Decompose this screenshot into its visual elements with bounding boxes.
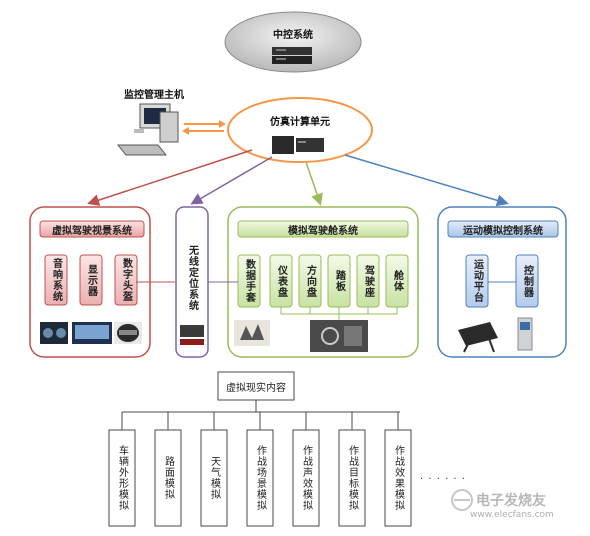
- helmet-thumb: [114, 322, 142, 344]
- monitor-thumb: [72, 322, 112, 344]
- visual-item-helmet: 数字头盔: [120, 258, 132, 302]
- motion-item-platform: 运动平台: [471, 259, 483, 303]
- computer-icon: [116, 103, 179, 156]
- vr-ellipsis: · · · · · ·: [420, 474, 466, 485]
- sim-server-icon: [272, 136, 324, 154]
- arrow-cockpit: [305, 161, 323, 206]
- visual-item-display: 显示器: [85, 263, 97, 297]
- cockpit-item-dashboard: 仪表盘: [275, 264, 287, 298]
- glove-thumb: [234, 320, 270, 346]
- cockpit-thumb: [310, 320, 368, 352]
- vr-title: 虚拟现实内容: [226, 382, 286, 394]
- host-label: 监控管理主机: [124, 90, 184, 101]
- visual-item-audio: 音响系统: [50, 258, 62, 302]
- top-ellipse: [224, 11, 362, 73]
- vr-title-box: [217, 371, 295, 401]
- cockpit-item-wheel: 方向盘: [304, 264, 316, 298]
- cockpit-item-cabin: 舱体: [391, 270, 403, 292]
- vr-item-target: 作战目标模拟: [346, 445, 358, 511]
- vr-tree: [121, 400, 400, 430]
- vr-leaf-boxes: [108, 429, 412, 527]
- cockpit-item-glove: 数据手套: [243, 259, 255, 303]
- top-label: 中控系统: [273, 30, 313, 41]
- sim-label: 仿真计算单元: [270, 117, 330, 128]
- controller-thumb: [517, 317, 533, 351]
- cockpit-title: 模拟驾驶舱系统: [288, 225, 358, 237]
- cockpit-item-seat: 驾驶座: [362, 264, 374, 298]
- server-icon: [272, 47, 312, 64]
- motion-item-controller: 控制器: [521, 264, 533, 298]
- visual-title: 虚拟驾驶视景系统: [52, 225, 132, 237]
- platform-thumb: [458, 322, 498, 353]
- arrow-motion: [344, 154, 509, 207]
- vr-item-vehicle: 车辆外形模拟: [116, 445, 128, 511]
- host-sim-arrows: [182, 120, 226, 135]
- arrow-wireless: [190, 156, 273, 205]
- wireless-device-thumb: [180, 325, 204, 345]
- watermark-text: 电子发烧友: [476, 493, 546, 509]
- speaker-thumb: [40, 322, 68, 344]
- cockpit-item-pedal: 踏板: [333, 270, 345, 292]
- wireless-title: 无线定位系统: [186, 245, 198, 311]
- sim-ellipse: [227, 97, 373, 163]
- watermark-logo: [451, 489, 473, 511]
- arrow-visual: [87, 149, 253, 206]
- watermark-url: www.elecfans.com: [470, 510, 554, 520]
- vr-item-sound: 作战声效模拟: [300, 445, 312, 511]
- vr-item-effect: 作战效果模拟: [392, 445, 404, 511]
- vr-item-weather: 天气模拟: [208, 456, 220, 500]
- vr-item-road: 路面模拟: [162, 456, 174, 500]
- motion-title: 运动模拟控制系统: [463, 225, 543, 237]
- vr-item-scene: 作战场景模拟: [254, 445, 266, 511]
